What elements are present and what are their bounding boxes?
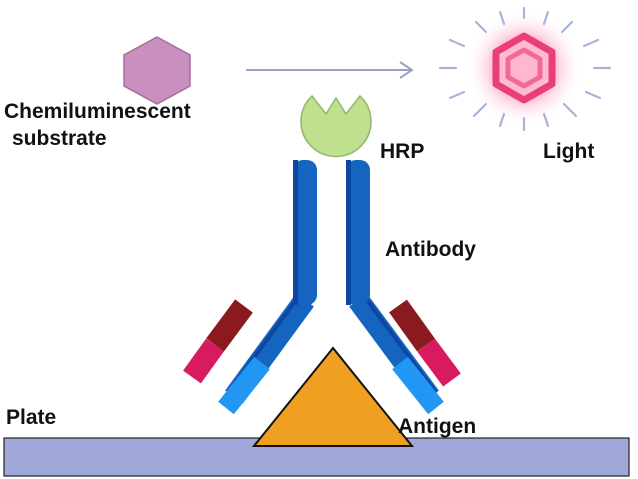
light-glow — [466, 10, 582, 126]
heavy-chain-right-stem — [346, 160, 370, 305]
light-chain-right-pink — [417, 338, 461, 387]
antibody-label: Antibody — [385, 238, 476, 261]
light-rays — [438, 6, 612, 132]
substrate-label-line1: Chemiluminescent — [4, 100, 191, 123]
heavy-chain-left-stem-shade — [293, 160, 298, 305]
antibody-left-arm — [183, 293, 314, 415]
antigen-label: Antigen — [398, 415, 477, 438]
substrate-hexagon — [123, 36, 191, 105]
heavy-chain-left-stem — [293, 160, 317, 305]
light-chain-left-pink — [183, 338, 224, 384]
plate-label: Plate — [6, 406, 57, 429]
light-chain-left-inner — [218, 356, 270, 415]
reaction-arrow — [246, 61, 414, 79]
light-chain-left-dark — [206, 299, 253, 352]
light-chain-right-dark — [389, 299, 435, 352]
substrate-label-line2: substrate — [12, 127, 107, 150]
antigen-triangle — [251, 346, 415, 447]
light-chain-right-inner — [392, 356, 444, 415]
light-label: Light — [543, 140, 595, 163]
light-hexagon-inner — [505, 47, 543, 89]
heavy-chain-right-arm-shade — [362, 294, 438, 395]
hrp-label: HRP — [380, 140, 425, 163]
heavy-chain-right-stem-shade — [346, 160, 351, 305]
light-hexagon-outer — [492, 32, 556, 104]
antibody-right-arm — [349, 293, 461, 415]
light-emission — [438, 6, 612, 132]
hrp-enzyme — [300, 94, 372, 158]
